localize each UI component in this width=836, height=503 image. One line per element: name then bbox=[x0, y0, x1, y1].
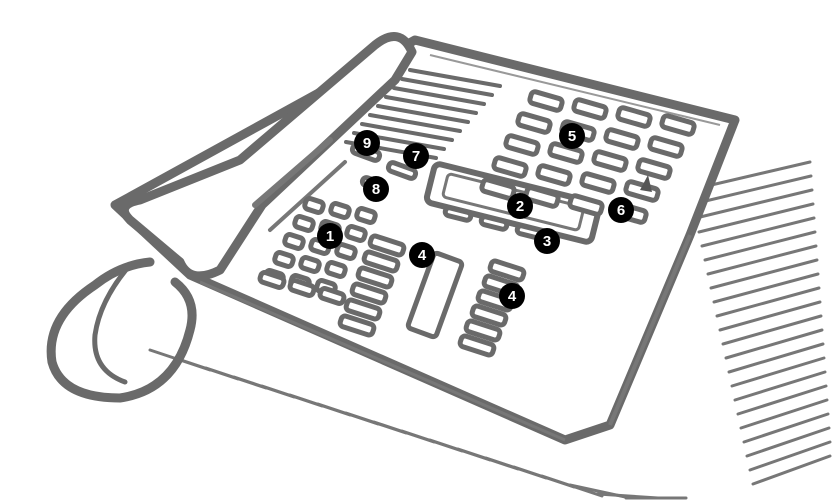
hatch-line bbox=[705, 232, 815, 260]
marker-top-keys: 5 bbox=[559, 123, 585, 149]
svg-text:9: 9 bbox=[363, 135, 371, 152]
hatch-line bbox=[729, 344, 823, 372]
svg-text:1: 1 bbox=[326, 228, 334, 245]
dialpad-key bbox=[356, 207, 377, 223]
dialpad-key bbox=[284, 233, 305, 249]
hatch-line bbox=[708, 246, 816, 274]
marker-key-eight: 8 bbox=[363, 176, 389, 202]
dialpad-key bbox=[294, 215, 315, 231]
dialpad-key bbox=[326, 261, 347, 277]
hatch-line bbox=[702, 218, 814, 246]
marker-display: 2 bbox=[507, 193, 533, 219]
svg-text:8: 8 bbox=[372, 181, 380, 198]
dialpad-key bbox=[346, 225, 367, 241]
hatch-line bbox=[717, 288, 819, 316]
hatch-line bbox=[741, 400, 827, 428]
hatch-line bbox=[735, 372, 825, 400]
hatch-line bbox=[699, 204, 813, 232]
dialpad-key bbox=[274, 251, 295, 267]
hatch-line bbox=[732, 358, 824, 386]
handset-cord bbox=[51, 262, 192, 398]
hatch-line bbox=[714, 274, 818, 302]
svg-text:2: 2 bbox=[516, 198, 524, 215]
dialpad-key bbox=[304, 197, 325, 213]
svg-text:3: 3 bbox=[543, 233, 551, 250]
marker-display-keys: 3 bbox=[534, 228, 560, 254]
svg-text:5: 5 bbox=[568, 128, 576, 145]
dialpad-key bbox=[336, 243, 357, 259]
hatch-line bbox=[753, 456, 830, 484]
hatch-line bbox=[750, 442, 830, 470]
dialpad-key bbox=[300, 256, 321, 272]
marker-memory-keys-left: 4 bbox=[409, 242, 435, 268]
marker-dialpad: 1 bbox=[317, 223, 343, 249]
marker-key-nine: 9 bbox=[354, 130, 380, 156]
hatch-line bbox=[726, 330, 822, 358]
hatch-line bbox=[720, 302, 820, 330]
svg-text:4: 4 bbox=[418, 247, 427, 264]
hatch-line bbox=[744, 414, 828, 442]
svg-text:6: 6 bbox=[617, 202, 625, 219]
hatch-line bbox=[711, 260, 817, 288]
hatch-line bbox=[738, 386, 826, 414]
dialpad-key bbox=[330, 202, 351, 218]
hatch-line bbox=[696, 190, 812, 218]
marker-message-indicator: 6 bbox=[608, 197, 634, 223]
hatch-line bbox=[723, 316, 821, 344]
svg-text:4: 4 bbox=[508, 288, 517, 305]
marker-memory-keys-right: 4 bbox=[499, 283, 525, 309]
hatch-line bbox=[747, 428, 829, 456]
marker-key-seven: 7 bbox=[403, 143, 429, 169]
svg-text:7: 7 bbox=[412, 148, 420, 165]
